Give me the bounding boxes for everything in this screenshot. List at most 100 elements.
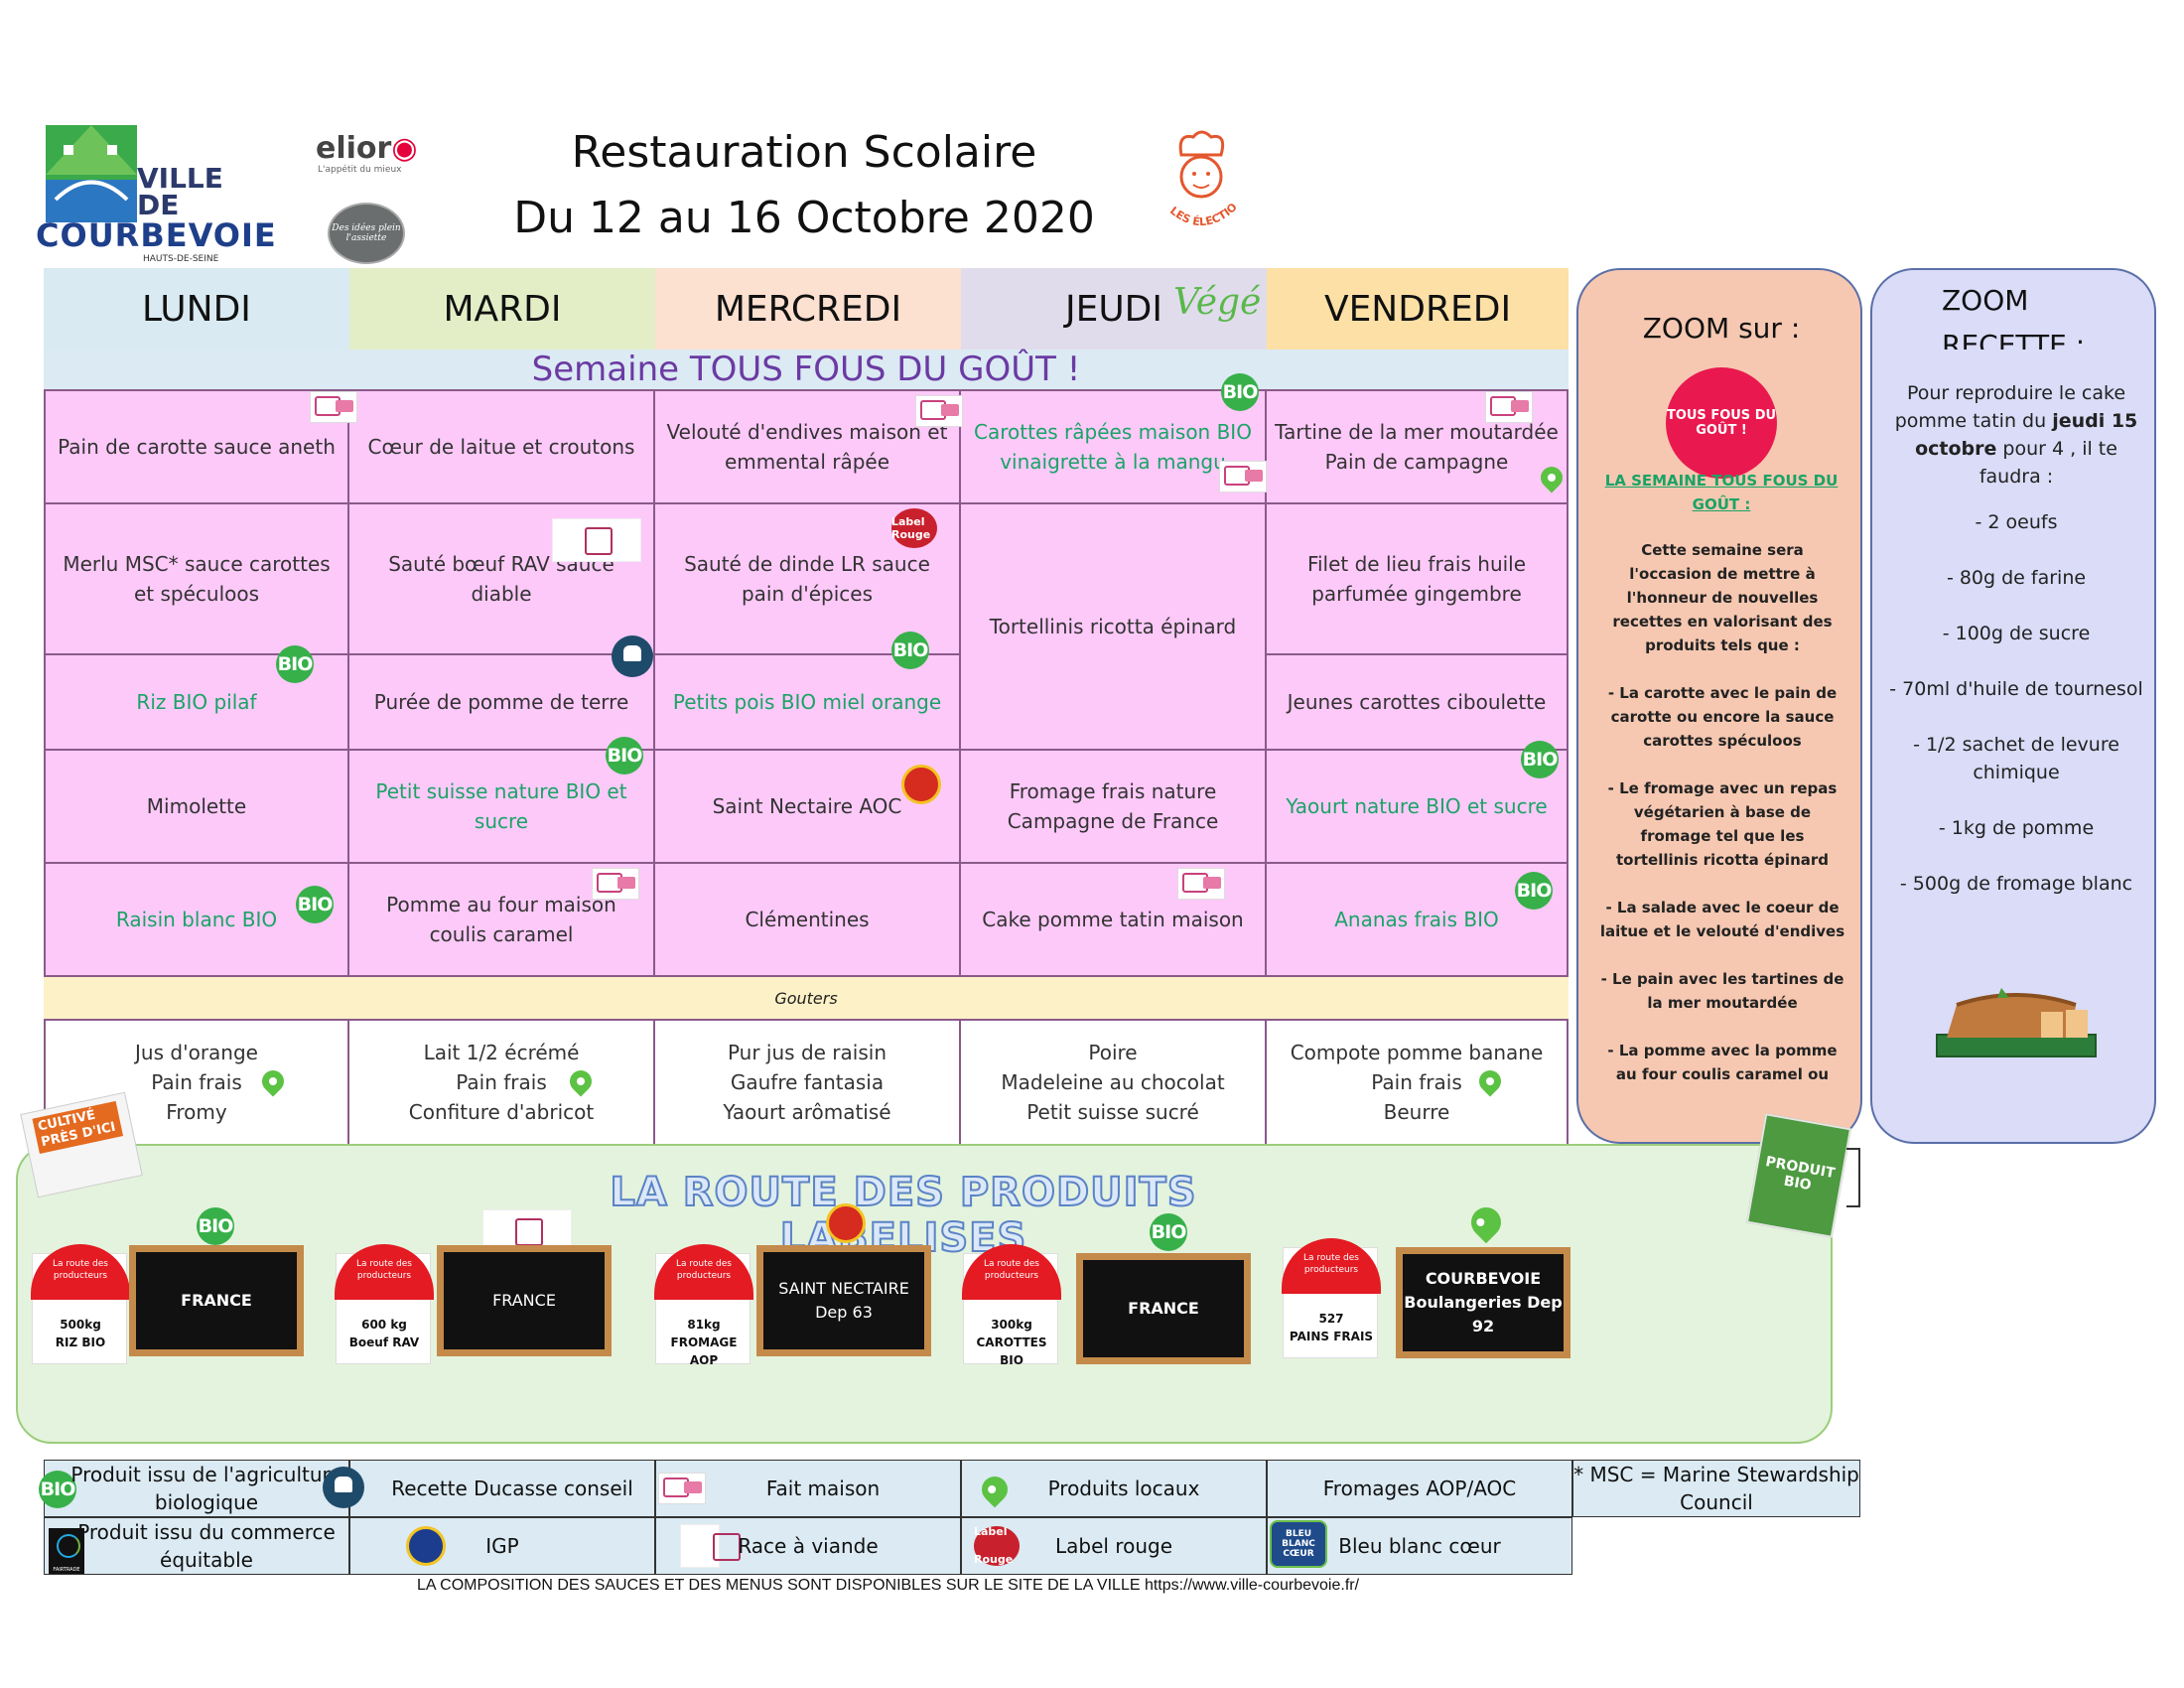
logo-city-line: VILLE DE bbox=[137, 162, 223, 221]
menu-cell: Petits pois BIO miel orange bbox=[655, 655, 959, 749]
fait-maison-icon bbox=[658, 1473, 706, 1504]
bio-icon: BIO bbox=[39, 1471, 76, 1508]
vege-badge: Végé bbox=[1173, 282, 1262, 323]
ingredient-item: - 80g de farine bbox=[1946, 567, 2087, 589]
legend-bio: BIO Produit issu de l'agriculture biolog… bbox=[39, 1460, 349, 1517]
courbevoie-emblem-icon bbox=[46, 125, 137, 222]
fairtrade-icon: FAIRTRADE bbox=[49, 1528, 84, 1574]
menu-cell: Merlu MSC* sauce carottes et spéculoos bbox=[46, 504, 347, 653]
fait-maison-icon bbox=[1485, 391, 1533, 423]
menu-cell: Petit suisse nature BIO et sucre bbox=[349, 751, 653, 862]
footer-note: LA COMPOSITION DES SAUCES ET DES MENUS S… bbox=[417, 1577, 1360, 1594]
zoom-sur-body: Cette semaine sera l'occasion de mettre … bbox=[1599, 541, 1845, 1083]
elior-tagline: L'appétit du mieux bbox=[318, 165, 402, 175]
label-rouge-icon: Label Rouge bbox=[891, 508, 937, 548]
menu-cell: Velouté d'endives maison et emmental râp… bbox=[655, 391, 959, 502]
bio-icon: BIO bbox=[276, 645, 314, 683]
fait-maison-icon bbox=[1177, 868, 1225, 900]
zoom-recette-panel: ZOOM RECETTE : Pour reproduire le cake p… bbox=[1870, 268, 2156, 1144]
ingredient-item: - 70ml d'huile de tournesol bbox=[1889, 678, 2143, 700]
page-dates: Du 12 au 16 Octobre 2020 bbox=[513, 193, 1095, 243]
zoom-recette-title: ZOOM bbox=[1942, 284, 2029, 317]
ingredient-item: - 2 oeufs bbox=[1975, 511, 2058, 533]
bio-icon: BIO bbox=[1150, 1213, 1187, 1251]
day-lundi: LUNDI bbox=[44, 268, 349, 350]
legend-race: Race à viande bbox=[655, 1517, 961, 1575]
fait-maison-icon bbox=[1219, 461, 1267, 492]
zoom-sur-title: ZOOM sur : bbox=[1642, 312, 1801, 345]
origin-board: FRANCE bbox=[1076, 1253, 1251, 1364]
bio-icon: BIO bbox=[296, 886, 334, 923]
aoc-icon bbox=[826, 1203, 866, 1243]
produit-bio-badge: PRODUIT BIO bbox=[1745, 1113, 1852, 1238]
origin-board: FRANCE bbox=[437, 1245, 612, 1356]
menu-cell: Mimolette bbox=[46, 751, 347, 862]
tous-fous-du-gout-badge: TOUS FOUS DU GOÛT ! bbox=[1666, 367, 1777, 479]
legend-msc: * MSC = Marine Stewardship Council bbox=[1572, 1460, 1860, 1517]
day-mardi: MARDI bbox=[349, 268, 655, 350]
bracket-divider bbox=[1846, 1148, 1860, 1207]
logo-city-region: HAUTS-DE-SEINE bbox=[143, 254, 219, 264]
menu-cell: Pain de carotte sauce aneth bbox=[46, 391, 347, 502]
bleu-blanc-coeur-icon: BLEU BLANC CŒUR bbox=[1270, 1520, 1327, 1568]
ingredient-item: - 500g de fromage blanc bbox=[1899, 873, 2133, 895]
courbevoie-logo: VILLE DE COURBEVOIE HAUTS-DE-SEINE bbox=[36, 125, 284, 266]
zoom-sur-panel: ZOOM sur : TOUS FOUS DU GOÛT ! LA SEMAIN… bbox=[1576, 268, 1862, 1144]
bio-icon: BIO bbox=[891, 632, 929, 669]
legend-label-rouge: Label Rouge Label rouge bbox=[961, 1517, 1267, 1575]
menu-cell: Jeunes carottes ciboulette bbox=[1267, 655, 1567, 749]
idees-plein-assiette-logo: Des idées plein l'assiette bbox=[328, 203, 405, 264]
ducasse-icon bbox=[323, 1467, 364, 1508]
menu-cell: Purée de pomme de terre bbox=[349, 655, 653, 749]
legend-bbc: BLEU BLANC CŒUR Bleu blanc cœur bbox=[1267, 1517, 1572, 1575]
menu-cell: Fromage frais nature Campagne de France bbox=[961, 751, 1265, 862]
menu-cell: Yaourt nature BIO et sucre bbox=[1267, 751, 1567, 862]
day-header-row: LUNDI MARDI MERCREDI JEUDI VENDREDI Végé bbox=[44, 268, 1569, 350]
bio-icon: BIO bbox=[1221, 373, 1259, 411]
legend-equitable: FAIRTRADE Produit issu du commerce équit… bbox=[44, 1517, 349, 1575]
race-viande-icon bbox=[680, 1524, 741, 1568]
menu-cell: Clémentines bbox=[655, 864, 959, 975]
elior-wordmark: elior◉ bbox=[316, 131, 418, 166]
ducasse-icon bbox=[612, 635, 653, 677]
fait-maison-icon bbox=[592, 868, 639, 900]
legend-igp: IGP bbox=[349, 1517, 655, 1575]
menu-cell: Raisin blanc BIO bbox=[46, 864, 347, 975]
legend-aop: Fromages AOP/AOC bbox=[1267, 1460, 1572, 1517]
menu-cell: Carottes râpées maison BIO vinaigrette à… bbox=[961, 391, 1265, 502]
elections-gourmandes-chef-icon: LES ÉLECTIONS GOURMANDES bbox=[1142, 127, 1240, 228]
zoom-recette-title-2: RECETTE : bbox=[1942, 329, 2086, 350]
elior-logo: elior◉ L'appétit du mieux bbox=[316, 131, 455, 181]
day-jeudi: JEUDI bbox=[961, 268, 1267, 350]
fait-maison-icon bbox=[310, 391, 357, 423]
origin-board: COURBEVOIE Boulangeries Dep 92 bbox=[1396, 1247, 1570, 1358]
legend-ducasse: Recette Ducasse conseil bbox=[323, 1460, 655, 1517]
ingredient-item: - 1kg de pomme bbox=[1938, 817, 2095, 839]
aoc-icon bbox=[901, 765, 941, 804]
label-rouge-icon: Label Rouge bbox=[974, 1525, 1020, 1566]
day-vendredi: VENDREDI bbox=[1267, 268, 1569, 350]
cake-icon bbox=[1936, 988, 2097, 1057]
bio-icon: BIO bbox=[197, 1207, 234, 1245]
bio-icon: BIO bbox=[1521, 741, 1559, 778]
bio-icon: BIO bbox=[1515, 872, 1553, 910]
legend-locaux: Produits locaux bbox=[961, 1460, 1267, 1517]
gouters-band: Gouters bbox=[44, 977, 1569, 1019]
menu-cell: Filet de lieu frais huile parfumée ginge… bbox=[1267, 504, 1567, 653]
ingredient-list: - 2 oeufs - 80g de farine - 100g de sucr… bbox=[1882, 508, 2150, 925]
recipe-intro: Pour reproduire le cake pomme tatin du j… bbox=[1894, 382, 2138, 488]
zoom-sur-subtitle: LA SEMAINE TOUS FOUS DU GOÛT : bbox=[1604, 472, 1839, 513]
igp-icon bbox=[406, 1526, 446, 1566]
origin-board: SAINT NECTAIRE Dep 63 bbox=[756, 1245, 931, 1356]
ingredient-item: - 1/2 sachet de levure chimique bbox=[1913, 734, 2119, 783]
legend-fait-maison: Fait maison bbox=[655, 1460, 961, 1517]
